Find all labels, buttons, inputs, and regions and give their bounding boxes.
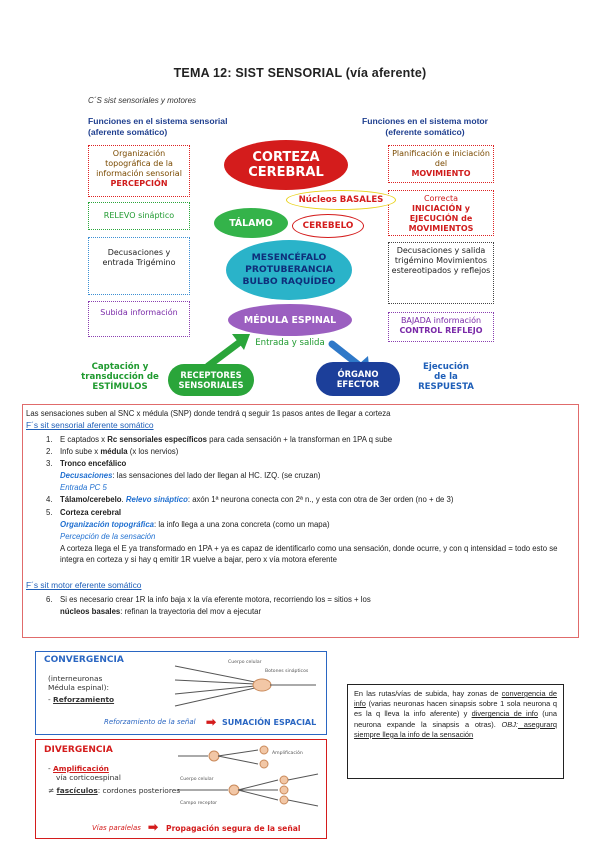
item-number: 4. (46, 495, 53, 504)
oval-medula-espinal: MÉDULA ESPINAL (228, 304, 352, 336)
box-bajada: BAJADA información CONTROL REFLEJO (388, 312, 494, 342)
entrada-salida-label: Entrada y salida (255, 338, 325, 348)
item-4: Tálamo/cerebelo. Relevo sináptico: axón … (60, 495, 454, 504)
efferent-heading: F´s sit motor eferente somático (26, 580, 142, 590)
divergencia-title: DIVERGENCIA (44, 745, 113, 755)
oval-nucleos-basales: Núcleos BASALES (286, 190, 396, 210)
amplificacion-label: Amplificación (272, 749, 303, 756)
entrada-pc5: Entrada PC 5 (60, 483, 107, 492)
box-decusaciones: Decusaciones y entrada Trigémino (88, 237, 190, 295)
decusaciones-line: Decusaciones: las sensaciones del lado d… (60, 471, 321, 480)
item-1: E captados x Rc sensoriales específicos … (60, 435, 393, 444)
cell-body-label: Cuerpo celular (180, 776, 214, 782)
oval-cerebelo: CEREBELO (292, 214, 364, 238)
oval-tronco-encefalico: MESENCÉFALO PROTUBERANCIA BULBO RAQUÍDEO (226, 240, 352, 300)
item-5: Corteza cerebral (60, 508, 122, 517)
item-2: Info sube x médula (x los nervios) (60, 447, 179, 456)
box-organizacion: Organización topográfica de la informaci… (88, 145, 190, 197)
notes-box (22, 404, 579, 638)
divergencia-panel (35, 739, 327, 839)
box-planificacion: Planificación e iniciación del MOVIMIENT… (388, 145, 494, 183)
convergencia-panel (35, 651, 327, 735)
captacion-label: Captación y transducción de ESTÍMULOS (81, 362, 159, 392)
convergencia-refuerzo: Reforzamiento de la señal (104, 718, 196, 726)
item-number: 5. (46, 508, 53, 517)
sensory-functions-heading: Funciones en el sistema sensorial (afere… (88, 116, 228, 137)
item-6-cont: núcleos basales: refinan la trayectoria … (60, 607, 262, 616)
cell-body-label: Cuerpo celular (228, 659, 262, 665)
item-3: Tronco encefálico (60, 459, 127, 468)
receptive-field-label: Campo receptor (180, 800, 217, 806)
convergencia-desc: (interneuronas Médula espinal): - Reforz… (48, 674, 115, 704)
divergence-diagram: Amplificación Cuerpo celular Campo recep… (178, 745, 319, 807)
box-relevo: RELEVO sináptico (88, 202, 190, 230)
item-number: 6. (46, 595, 53, 604)
convergence-divergence-note: En las rutas/vías de subida, hay zonas d… (347, 684, 564, 779)
ejecucion-label: Ejecución de la RESPUESTA (418, 362, 474, 392)
afferent-heading: F´s sit sensorial aferente somático (26, 420, 154, 430)
box-subida: Subida información (88, 301, 190, 337)
vias-paralelas: Vías paralelas (92, 824, 141, 832)
propagacion-segura: Propagación segura de la señal (166, 824, 301, 833)
page-title: TEMA 12: SIST SENSORIAL (vía aferente) (173, 66, 427, 80)
percepcion-line: Percepción de la sensación (60, 532, 156, 541)
oval-receptores: RECEPTORES SENSORIALES (168, 364, 254, 396)
oval-corteza: CORTEZA CEREBRAL (224, 140, 348, 190)
arrow-icon: ➡ (206, 715, 217, 729)
item-6: Si es necesario crear 1R la info baja x … (60, 595, 371, 604)
arrow-icon: ➡ (148, 820, 159, 834)
convergence-diagram: Cuerpo celular Botones sinápticos (174, 659, 316, 707)
motor-functions-heading: Funciones en el sistema motor (eferente … (361, 116, 489, 137)
intro-text: Las sensaciones suben al SNC x médula (S… (26, 409, 391, 418)
subtitle: C´S sist sensoriales y motores (88, 96, 197, 105)
corteza-paragraph: A corteza llega el E ya transformado en … (60, 544, 558, 564)
box-correcta: Correcta INICIACIÓN y EJECUCIÓN de MOVIM… (388, 190, 494, 236)
boutons-label: Botones sinápticos (265, 667, 309, 674)
sumacion-espacial: SUMACIÓN ESPACIAL (222, 718, 317, 727)
item-number: 2. (46, 447, 53, 456)
oval-talamo: TÁLAMO (214, 208, 288, 238)
organizacion-line: Organización topográfica: la info llega … (60, 520, 330, 529)
convergencia-title: CONVERGENCIA (44, 655, 124, 665)
box-decusaciones-salida: Decusaciones y salida trigémino Movimien… (388, 242, 494, 304)
oval-organo-efector: ÓRGANO EFECTOR (316, 362, 400, 396)
item-number: 1. (46, 435, 53, 444)
item-number: 3. (46, 459, 53, 468)
divergencia-desc: - Amplificación vía corticoespinal ≠ fas… (48, 764, 181, 795)
